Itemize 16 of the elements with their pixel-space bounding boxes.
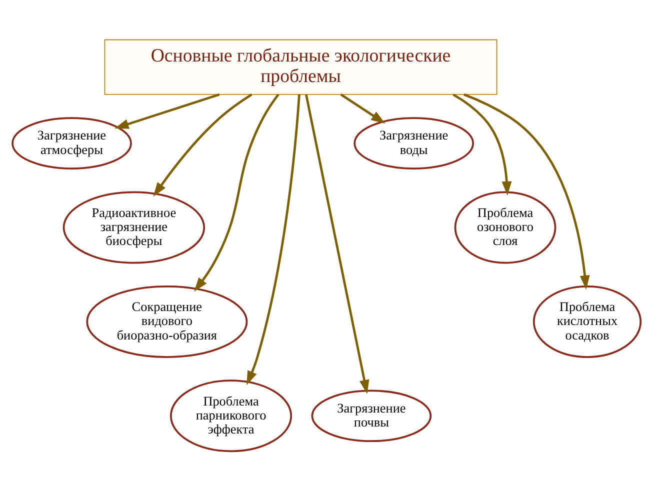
- arrow: [194, 93, 280, 292]
- arrow: [114, 92, 220, 128]
- arrow: [464, 92, 590, 290]
- node-ellipse: Проблема озонового слоя: [454, 190, 556, 264]
- arrow: [452, 93, 512, 196]
- node-ellipse: Загрязнение воды: [354, 116, 474, 169]
- node-box: Основные глобальные экологические проблемы: [104, 38, 498, 94]
- node-ellipse: Сокращение видового биоразно-образия: [86, 284, 248, 358]
- node-ellipse: Проблема кислотных осадков: [532, 284, 642, 358]
- node-ellipse: Загрязнение почвы: [311, 389, 432, 442]
- arrow: [246, 94, 300, 385]
- arrow: [153, 92, 252, 196]
- node-ellipse: Проблема парникового эффекта: [170, 379, 292, 452]
- arrow: [305, 94, 370, 394]
- arrow: [340, 92, 386, 124]
- node-ellipse: Радиоактивное загрязнение биосферы: [62, 190, 206, 264]
